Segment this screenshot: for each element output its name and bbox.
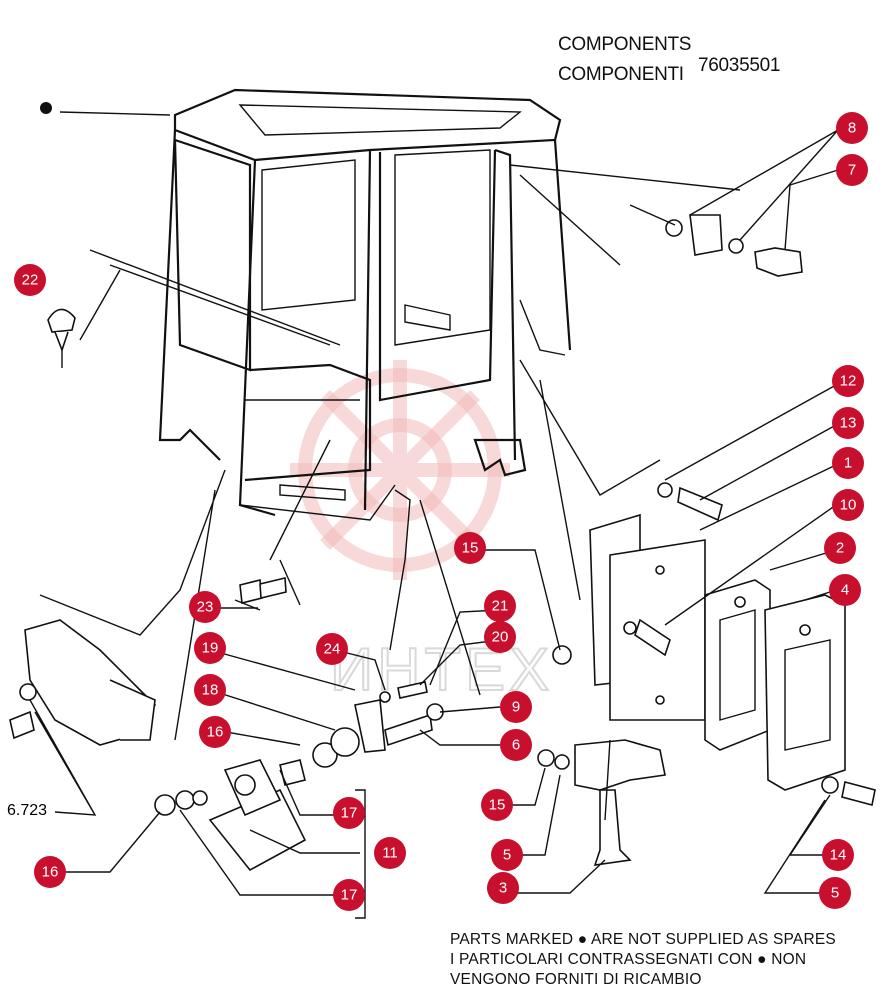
callout-1: 1 bbox=[832, 447, 864, 479]
callout-6: 6 bbox=[500, 729, 532, 761]
callout-22: 22 bbox=[14, 264, 46, 296]
svg-text:3: 3 bbox=[499, 880, 507, 897]
cab-frame bbox=[158, 88, 572, 521]
svg-text:7: 7 bbox=[848, 162, 856, 179]
svg-text:14: 14 bbox=[830, 847, 847, 864]
latch-3 bbox=[537, 645, 876, 866]
note-line-3: VENGONO FORNITI DI RICAMBIO bbox=[450, 971, 702, 988]
plug-22 bbox=[47, 308, 76, 368]
svg-text:20: 20 bbox=[492, 629, 509, 646]
not-supplied-dot bbox=[40, 102, 52, 114]
svg-text:22: 22 bbox=[22, 272, 39, 289]
mount-bracket-11 bbox=[208, 759, 307, 872]
svg-text:17: 17 bbox=[341, 805, 358, 822]
callout-9: 8 bbox=[836, 112, 868, 144]
callout-17a: 17 bbox=[333, 797, 365, 829]
svg-text:16: 16 bbox=[42, 864, 59, 881]
callout-4: 4 bbox=[829, 574, 861, 606]
note-line-1: PARTS MARKED ● ARE NOT SUPPLIED AS SPARE… bbox=[450, 931, 836, 948]
left-mount bbox=[9, 619, 157, 746]
gasket-4 bbox=[764, 594, 846, 791]
svg-text:15: 15 bbox=[462, 540, 479, 557]
figure-ref: 6.723 bbox=[7, 802, 47, 819]
svg-text:4: 4 bbox=[841, 582, 849, 599]
callout-23: 23 bbox=[189, 591, 221, 623]
title-it: COMPONENTI bbox=[558, 64, 684, 85]
svg-text:24: 24 bbox=[324, 641, 341, 658]
callout-8: 7 bbox=[836, 154, 868, 186]
callout-24: 24 bbox=[316, 633, 348, 665]
svg-text:17: 17 bbox=[341, 887, 358, 904]
svg-text:9: 9 bbox=[512, 699, 520, 716]
callout-16b: 16 bbox=[34, 856, 66, 888]
svg-text:11: 11 bbox=[382, 845, 398, 862]
title-en: COMPONENTS bbox=[558, 34, 692, 55]
svg-text:23: 23 bbox=[197, 599, 214, 616]
callout-18: 18 bbox=[194, 674, 226, 706]
callout-5b: 5 bbox=[819, 877, 851, 909]
bracket-assembly-top bbox=[509, 164, 803, 277]
callout-3: 3 bbox=[487, 872, 519, 904]
note-line-2: I PARTICOLARI CONTRASSEGNATI CON ● NON bbox=[450, 951, 807, 968]
callout-14: 14 bbox=[822, 839, 854, 871]
watermark-gear bbox=[290, 360, 510, 580]
gasket-2 bbox=[704, 579, 771, 751]
bolt-23 bbox=[239, 577, 287, 604]
callout-10: 10 bbox=[832, 489, 864, 521]
svg-text:1: 1 bbox=[844, 455, 852, 472]
svg-text:13: 13 bbox=[840, 415, 857, 432]
callout-15a: 15 bbox=[454, 532, 486, 564]
svg-text:8: 8 bbox=[848, 120, 856, 137]
svg-text:6: 6 bbox=[512, 737, 520, 754]
svg-text:5: 5 bbox=[831, 885, 839, 902]
svg-text:5: 5 bbox=[503, 847, 511, 864]
callout-7: 9 bbox=[500, 691, 532, 723]
part-number: 76035501 bbox=[698, 55, 781, 76]
callout-11: 11 bbox=[374, 837, 406, 869]
callout-12: 12 bbox=[832, 365, 864, 397]
callout-20: 20 bbox=[484, 621, 516, 653]
callout-21: 21 bbox=[484, 590, 516, 622]
hinge-plate-assembly bbox=[589, 482, 723, 721]
callout-5a: 5 bbox=[491, 839, 523, 871]
svg-text:18: 18 bbox=[202, 682, 219, 699]
svg-text:2: 2 bbox=[836, 540, 844, 557]
svg-text:12: 12 bbox=[840, 373, 857, 390]
svg-text:16: 16 bbox=[207, 724, 224, 741]
callout-13: 13 bbox=[832, 407, 864, 439]
svg-text:19: 19 bbox=[202, 640, 219, 657]
svg-text:15: 15 bbox=[489, 797, 506, 814]
callout-19: 19 bbox=[194, 632, 226, 664]
bushing-group bbox=[154, 681, 444, 816]
callout-17b: 17 bbox=[333, 879, 365, 911]
callout-16a: 16 bbox=[199, 716, 231, 748]
callout-15b: 15 bbox=[481, 789, 513, 821]
callout-2: 2 bbox=[824, 532, 856, 564]
svg-text:10: 10 bbox=[840, 497, 857, 514]
svg-text:21: 21 bbox=[492, 598, 509, 615]
